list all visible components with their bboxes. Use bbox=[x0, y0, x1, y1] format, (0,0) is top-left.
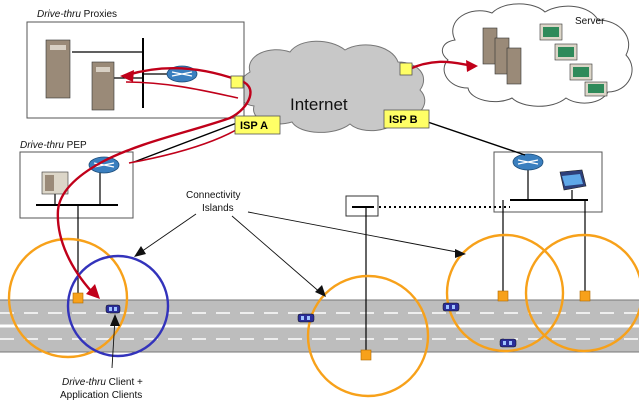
screen-icon bbox=[573, 67, 589, 77]
screen-icon bbox=[588, 84, 604, 93]
pointer-line bbox=[247, 211, 463, 254]
data-path-proxy-secondary bbox=[125, 81, 239, 99]
isp-a-label: ISP A bbox=[240, 120, 268, 132]
arrow-head-icon bbox=[86, 284, 100, 299]
pep-host-detail-icon bbox=[45, 175, 54, 191]
pointer-line bbox=[137, 213, 197, 255]
connectivity-island-circle bbox=[445, 233, 565, 353]
screen-icon bbox=[558, 47, 574, 57]
screen-icon bbox=[543, 27, 559, 37]
connectivity-island-circle bbox=[306, 274, 430, 398]
isp-b-badge bbox=[383, 109, 430, 129]
pointer-line bbox=[231, 215, 323, 295]
access-point-icon bbox=[360, 349, 372, 361]
car-icon bbox=[499, 338, 517, 348]
arrow-head-icon bbox=[134, 246, 146, 257]
laptop-screen-icon bbox=[562, 174, 583, 186]
server-cloud: Server bbox=[441, 3, 633, 107]
islands-label-line2: Islands bbox=[202, 203, 234, 214]
access-point-icon bbox=[497, 290, 509, 302]
proxy-drive-icon bbox=[50, 45, 66, 50]
client-label-line2: Application Clients bbox=[60, 390, 142, 401]
car-icon bbox=[105, 304, 121, 314]
island-pointers bbox=[137, 211, 463, 295]
pep-label: Drive-thru PEP bbox=[20, 140, 87, 151]
internet-label: Internet bbox=[290, 95, 348, 114]
proxy-drive-icon bbox=[96, 67, 110, 72]
data-path-proxy-to-client bbox=[56, 67, 252, 293]
arrow-head-icon bbox=[315, 285, 326, 297]
arrow-head-icon bbox=[466, 60, 478, 72]
client-pointer-line bbox=[111, 317, 116, 369]
arrow-head-icon bbox=[120, 70, 134, 82]
gateway-icon bbox=[399, 62, 413, 76]
pep-box: Drive-thru PEP bbox=[19, 140, 134, 219]
proxy-server-icon bbox=[91, 61, 115, 111]
server-label: Server bbox=[575, 16, 605, 27]
client-coverage-circle bbox=[66, 254, 170, 358]
connectivity-island-circle bbox=[7, 237, 129, 359]
arrow-head-icon bbox=[110, 314, 120, 326]
isp-a-badge bbox=[234, 115, 281, 135]
access-point-icon bbox=[579, 290, 591, 302]
client-label-line1: Drive-thru Client + bbox=[62, 377, 143, 388]
router-arrows-icon bbox=[517, 159, 539, 165]
arrow-head-icon bbox=[455, 249, 466, 258]
car-icon bbox=[442, 302, 460, 312]
isp-b-label: ISP B bbox=[389, 114, 418, 126]
connectivity-island-circle bbox=[524, 233, 639, 353]
proxies-box: Drive-thru Proxies bbox=[26, 9, 245, 119]
pep-to-internet-link bbox=[133, 117, 251, 163]
right-access-frame bbox=[493, 151, 603, 213]
proxies-label: Drive-thru Proxies bbox=[37, 9, 117, 20]
gateway-icon bbox=[230, 75, 244, 89]
router-arrows-icon bbox=[171, 71, 193, 77]
right-access-box bbox=[493, 151, 603, 213]
server-tower-icon bbox=[506, 47, 522, 85]
access-point-icon bbox=[72, 292, 84, 304]
highway bbox=[0, 299, 639, 353]
car-icon bbox=[297, 313, 315, 323]
islands-label-line1: Connectivity bbox=[186, 190, 240, 201]
